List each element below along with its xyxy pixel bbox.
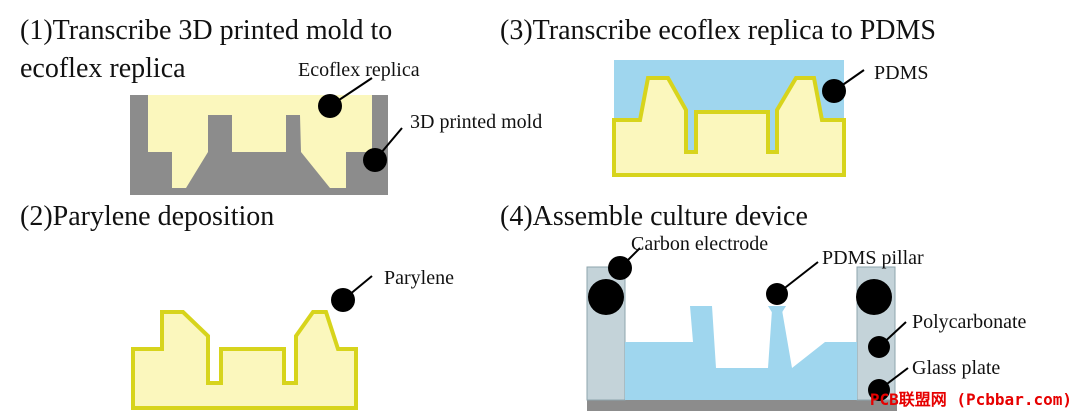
pdms-label: PDMS (874, 62, 929, 84)
glass-plate-callout-line (878, 367, 909, 391)
panel-4-device (586, 247, 909, 411)
glass-plate-label: Glass plate (912, 357, 1001, 379)
watermark-text: PCB联盟网 (Pcbbar.com) (869, 390, 1072, 409)
carbon-electrode-left (588, 279, 624, 315)
ecoflex-callout-line (329, 77, 373, 107)
polycarbonate-callout-line (878, 321, 907, 348)
mold-callout-line (374, 127, 403, 161)
carbon-electrode-right (856, 279, 892, 315)
step1-heading-line1: (1)Transcribe 3D printed mold to (20, 15, 393, 46)
pdms-pillar (768, 306, 786, 330)
panel-2-parylene (131, 275, 373, 410)
pdms-pillar-label: PDMS pillar (822, 247, 924, 269)
parylene-coated-replica (131, 310, 358, 410)
parylene-replica-in-pdms (612, 76, 846, 177)
pdms-pillar-callout-line (776, 261, 819, 295)
parylene-label: Parylene (384, 267, 454, 289)
panel-1-mold-and-replica (130, 77, 403, 195)
pdms-callout-line (833, 69, 865, 92)
ecoflex-replica-fill (148, 95, 372, 188)
polycarbonate-label: Polycarbonate (912, 311, 1027, 333)
step1-heading-line2: ecoflex replica (20, 53, 186, 84)
step2-heading: (2)Parylene deposition (20, 201, 275, 232)
ecoflex-replica-label: Ecoflex replica (298, 59, 420, 81)
step4-heading: (4)Assemble culture device (500, 201, 808, 232)
pdms-culture-chamber (625, 306, 857, 400)
carbon-electrode-callout-line (619, 247, 641, 269)
panel-3-pdms (612, 60, 865, 177)
carbon-electrode-label: Carbon electrode (631, 233, 769, 255)
parylene-callout-line (342, 275, 373, 301)
step3-heading: (3)Transcribe ecoflex replica to PDMS (500, 15, 936, 46)
glass-plate (587, 400, 897, 411)
printed-mold-label: 3D printed mold (410, 111, 543, 133)
